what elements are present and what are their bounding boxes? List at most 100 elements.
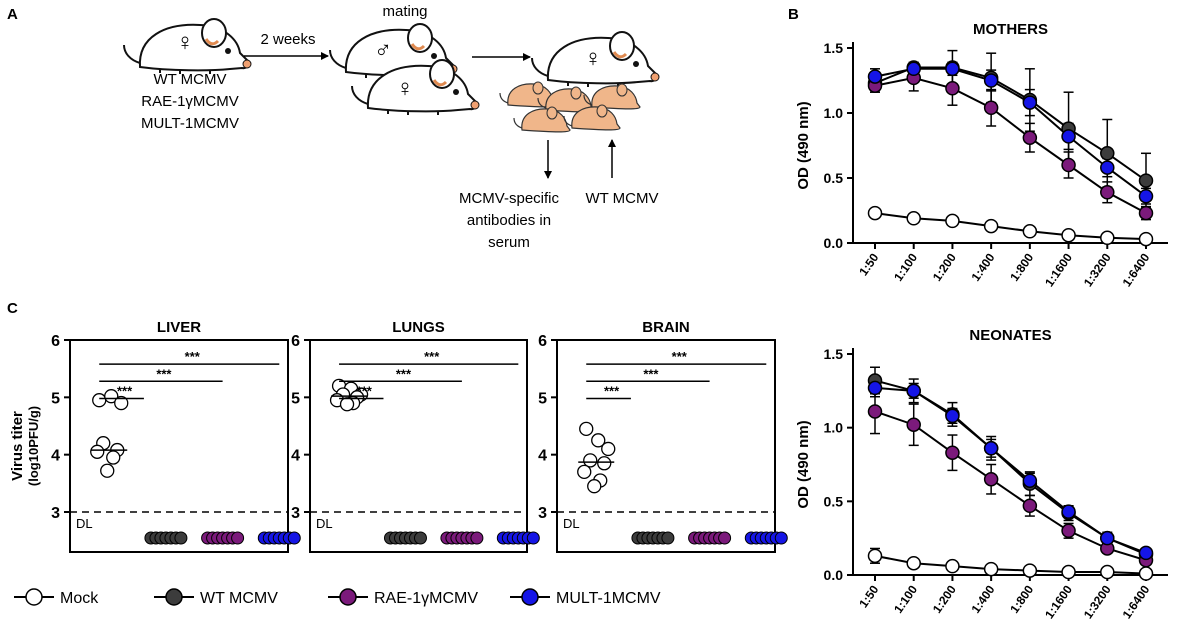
- y-tick-label: 6: [538, 333, 547, 350]
- x-tick-label: 1:800: [1007, 582, 1036, 615]
- legend-label-wt: WT MCMV: [200, 590, 278, 607]
- mult-1mcmv-data-point: [983, 441, 999, 456]
- y-tick-label: 6: [51, 333, 60, 350]
- mock-data-point: [104, 389, 119, 404]
- detection-limit-label: DL: [563, 516, 580, 531]
- y-tick-label: 3: [291, 505, 300, 522]
- rae-1-mcmv-data-point: [1138, 205, 1154, 221]
- x-tick-label: 1:1600: [1042, 582, 1075, 621]
- significance-label: ***: [672, 349, 688, 364]
- mock-data-point: [597, 456, 612, 471]
- plot-frame: [556, 339, 776, 553]
- significance-label: ***: [643, 366, 659, 381]
- wt-mcmv-below-detection-point: [174, 531, 188, 545]
- y-tick-label: 3: [51, 505, 60, 522]
- mock-data-point: [945, 213, 960, 229]
- panel-label-b: B: [788, 6, 799, 23]
- wt-mcmv-below-detection-point: [661, 531, 675, 545]
- panel-label-a: A: [7, 6, 18, 23]
- legend-marker-rae: [339, 588, 357, 606]
- x-tick-label: 1:100: [891, 250, 920, 283]
- y-tick-label: 0.0: [824, 235, 844, 251]
- mult-1mcmv-below-detection-point: [287, 531, 301, 545]
- nursing-mother-symbol: ♀: [584, 45, 602, 72]
- rae-1-mcmv-data-point: [906, 417, 921, 432]
- rae-1-mcmv-below-detection-point: [231, 531, 245, 545]
- mult-1mcmv-data-point: [906, 383, 921, 399]
- mult-1mcmv-data-point: [1138, 545, 1154, 561]
- chart-title: LUNGS: [392, 319, 445, 336]
- mock-data-point: [983, 218, 999, 234]
- y-tick-label: 1.5: [824, 346, 844, 362]
- y-tick-label: 1.0: [824, 105, 844, 121]
- mult-1mcmv-data-point: [867, 69, 883, 84]
- x-tick-label: 1:6400: [1120, 250, 1153, 289]
- mult-1mcmv-data-point: [1138, 188, 1154, 204]
- y-tick-label: 5: [291, 390, 300, 407]
- x-tick-label: 1:400: [969, 582, 998, 615]
- mult-1mcmv-data-point: [1100, 160, 1115, 175]
- antibody-line-1: MCMV-specific: [459, 190, 560, 207]
- x-tick-label: 1:800: [1007, 250, 1036, 283]
- rae-1-mcmv-data-point: [1061, 523, 1076, 539]
- mock-data-point: [906, 211, 921, 226]
- significance-label: ***: [396, 366, 412, 381]
- x-tick-label: 1:200: [930, 582, 959, 615]
- y-tick-label: 4: [291, 448, 300, 465]
- plot-frame: [69, 339, 289, 553]
- legend-label-rae: RAE-1γMCMV: [374, 590, 478, 607]
- mult-1mcmv-below-detection-point: [774, 531, 788, 545]
- mult-1mcmv-data-point: [945, 61, 960, 77]
- mult-1mcmv-series-line: [874, 386, 1147, 554]
- y-tick-label: 6: [291, 333, 300, 350]
- mock-data-point: [1061, 227, 1076, 243]
- plot-frame: [309, 339, 528, 553]
- mock-data-point: [945, 558, 960, 574]
- x-tick-label: 1:1600: [1042, 250, 1075, 289]
- rae-1-mcmv-data-point: [983, 471, 999, 487]
- y-tick-label: 4: [538, 448, 547, 465]
- y-axis-label: OD (490 nm): [795, 101, 812, 189]
- antibody-line-3: serum: [488, 234, 530, 251]
- detection-limit-label: DL: [316, 516, 333, 531]
- y-tick-label: 5: [51, 390, 60, 407]
- significance-label: ***: [357, 383, 373, 398]
- mock-data-point: [1022, 563, 1038, 578]
- infection-line-1: WT MCMV: [153, 71, 226, 88]
- chart-title: MOTHERS: [973, 21, 1048, 38]
- mult-1mcmv-data-point: [867, 380, 883, 396]
- rae-1-mcmv-data-point: [983, 100, 999, 116]
- pups-icon: [499, 81, 641, 133]
- rae-1-mcmv-below-detection-point: [470, 531, 484, 545]
- y-axis-unit-label: (log10PFU/g): [26, 406, 41, 486]
- mock-data-point: [867, 205, 883, 221]
- y-tick-label: 0.0: [824, 567, 844, 583]
- significance-label: ***: [117, 383, 133, 398]
- male-symbol: ♂: [374, 37, 392, 64]
- wt-mcmv-below-detection-point: [413, 531, 427, 545]
- significance-label: ***: [185, 349, 201, 364]
- two-weeks-label: 2 weeks: [260, 31, 315, 48]
- y-axis-label: Virus titer: [9, 411, 26, 481]
- y-tick-label: 1.5: [824, 40, 844, 56]
- mult-1mcmv-data-point: [983, 73, 999, 88]
- legend-item-mult: MULT-1MCMV: [510, 588, 661, 607]
- detection-limit-label: DL: [76, 516, 93, 531]
- y-tick-label: 5: [538, 390, 547, 407]
- rae-1-mcmv-data-point: [867, 404, 883, 419]
- infection-line-2: RAE-1γMCMV: [141, 93, 239, 110]
- mock-data-point: [100, 463, 115, 478]
- x-tick-label: 1:3200: [1081, 582, 1114, 621]
- x-tick-label: 1:6400: [1120, 582, 1153, 621]
- mock-data-point: [1100, 564, 1115, 580]
- mock-data-point: [867, 548, 883, 564]
- mock-data-point: [587, 479, 602, 494]
- y-tick-label: 4: [51, 448, 60, 465]
- x-tick-label: 1:200: [930, 250, 959, 283]
- challenge-label: WT MCMV: [585, 190, 658, 207]
- mock-data-point: [579, 421, 594, 437]
- legend-marker-mock: [25, 588, 43, 606]
- mult-1mcmv-data-point: [1022, 473, 1038, 488]
